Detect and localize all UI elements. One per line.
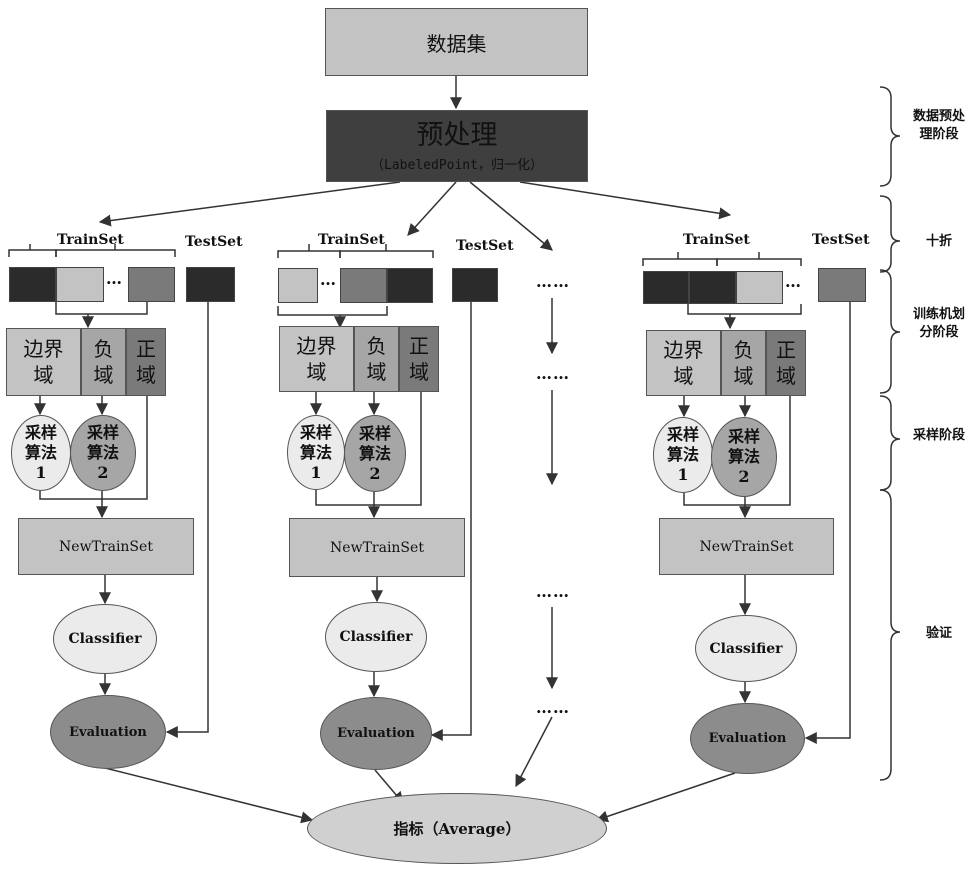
- dataset-box: 数据集: [325, 8, 588, 76]
- trainset-label-3: TrainSet: [683, 232, 750, 248]
- trainset-label-2: TrainSet: [318, 232, 385, 248]
- testset-label-2: TestSet: [456, 238, 514, 254]
- classifier-label: Classifier: [709, 641, 782, 657]
- classifier-label: Classifier: [339, 629, 412, 645]
- metric-label: 指标（Average）: [394, 818, 521, 839]
- sampler-2: 采样算法2: [711, 417, 777, 497]
- boundary-domain-box: 边界域: [6, 328, 81, 396]
- sampler-2-label: 采样算法2: [727, 427, 761, 487]
- newtrainset-label: NewTrainSet: [330, 540, 424, 556]
- dataset-label: 数据集: [427, 28, 487, 57]
- sampler-1-label: 采样算法1: [24, 423, 58, 483]
- boundary-domain-box: 边界域: [646, 330, 721, 396]
- sampler-1-label: 采样算法1: [666, 425, 700, 485]
- fold-segment: [689, 271, 736, 304]
- positive-domain-box: 正域: [766, 330, 806, 396]
- sampler-2: 采样算法2: [70, 415, 136, 491]
- negative-domain-box: 负域: [354, 326, 399, 392]
- negative-domain-label: 负域: [366, 333, 388, 385]
- fold-ellipsis: …: [320, 270, 336, 289]
- newtrainset-box: NewTrainSet: [18, 518, 194, 575]
- positive-domain-box: 正域: [399, 326, 439, 392]
- negative-domain-box: 负域: [81, 328, 126, 396]
- evaluation-node: Evaluation: [50, 695, 166, 769]
- stage-label-partition: 训练机划分阶段: [913, 306, 965, 342]
- fold-segment: [340, 268, 387, 303]
- sampler-1: 采样算法1: [11, 415, 71, 491]
- boundary-domain-box: 边界域: [279, 326, 354, 392]
- classifier-node: Classifier: [53, 604, 157, 674]
- fold-segment: [643, 271, 689, 304]
- classifier-label: Classifier: [68, 631, 141, 647]
- stage-label-tenfold: 十折: [913, 233, 965, 251]
- positive-domain-box: 正域: [126, 328, 166, 396]
- test-fold-segment: [818, 268, 866, 302]
- evaluation-label: Evaluation: [337, 726, 415, 741]
- trainset-label-1: TrainSet: [57, 232, 124, 248]
- testset-label-1: TestSet: [185, 234, 243, 250]
- fold-ellipsis: …: [785, 272, 801, 291]
- sampler-1: 采样算法1: [653, 417, 713, 493]
- negative-domain-box: 负域: [721, 330, 766, 396]
- positive-domain-label: 正域: [135, 336, 157, 388]
- column-ellipsis: ……: [536, 272, 570, 291]
- positive-domain-label: 正域: [408, 333, 430, 385]
- evaluation-node: Evaluation: [690, 703, 805, 774]
- stage-label-preprocess: 数据预处理阶段: [913, 108, 965, 144]
- fold-segment: [387, 268, 433, 303]
- fold-segment: [9, 267, 56, 302]
- sampler-2-label: 采样算法2: [86, 423, 120, 483]
- fold-segment: [56, 267, 104, 302]
- fold-segment: [736, 271, 783, 304]
- boundary-domain-label: 边界域: [295, 333, 339, 385]
- test-fold-segment: [186, 267, 235, 302]
- column-ellipsis: ……: [536, 698, 570, 717]
- test-fold-segment: [452, 268, 498, 302]
- classifier-node: Classifier: [325, 602, 427, 672]
- newtrainset-box: NewTrainSet: [289, 518, 465, 577]
- boundary-domain-label: 边界域: [662, 337, 706, 389]
- newtrainset-label: NewTrainSet: [700, 539, 794, 555]
- fold-segment: [128, 267, 175, 302]
- classifier-node: Classifier: [695, 615, 797, 682]
- fold-ellipsis: …: [106, 269, 122, 288]
- evaluation-node: Evaluation: [320, 697, 432, 770]
- preprocess-title: 预处理: [417, 120, 498, 152]
- column-ellipsis: ……: [536, 364, 570, 383]
- sampler-1-label: 采样算法1: [299, 423, 333, 483]
- stage-label-sampling: 采样阶段: [913, 427, 965, 445]
- negative-domain-label: 负域: [93, 336, 115, 388]
- sampler-2: 采样算法2: [344, 415, 406, 492]
- preprocess-subtitle: （LabeledPoint，归一化）: [371, 154, 543, 173]
- testset-label-3: TestSet: [812, 232, 870, 248]
- boundary-domain-label: 边界域: [22, 336, 66, 388]
- preprocess-box: 预处理 （LabeledPoint，归一化）: [326, 110, 588, 182]
- fold-segment: [278, 268, 318, 303]
- evaluation-label: Evaluation: [709, 731, 787, 746]
- column-ellipsis: ……: [536, 582, 570, 601]
- newtrainset-label: NewTrainSet: [59, 539, 153, 555]
- positive-domain-label: 正域: [775, 337, 797, 389]
- sampler-2-label: 采样算法2: [358, 424, 392, 484]
- metric-node: 指标（Average）: [307, 793, 607, 864]
- stage-label-validation: 验证: [913, 625, 965, 643]
- evaluation-label: Evaluation: [69, 725, 147, 740]
- negative-domain-label: 负域: [733, 337, 755, 389]
- sampler-1: 采样算法1: [287, 415, 345, 490]
- newtrainset-box: NewTrainSet: [659, 518, 834, 575]
